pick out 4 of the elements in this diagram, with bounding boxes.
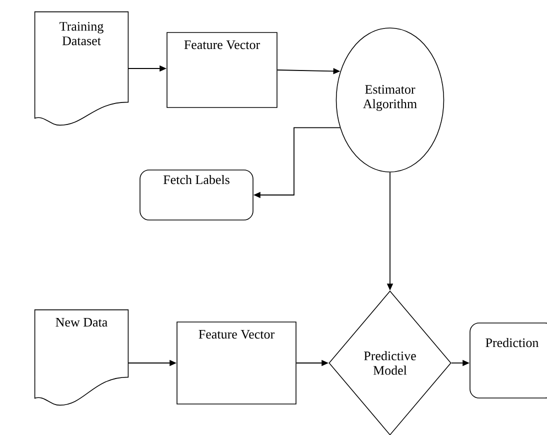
process-box: Feature Vector — [176, 322, 296, 404]
terminal-box: Prediction — [470, 322, 547, 398]
terminal-box: Fetch Labels — [140, 170, 254, 220]
process-box: Feature Vector — [166, 32, 278, 108]
